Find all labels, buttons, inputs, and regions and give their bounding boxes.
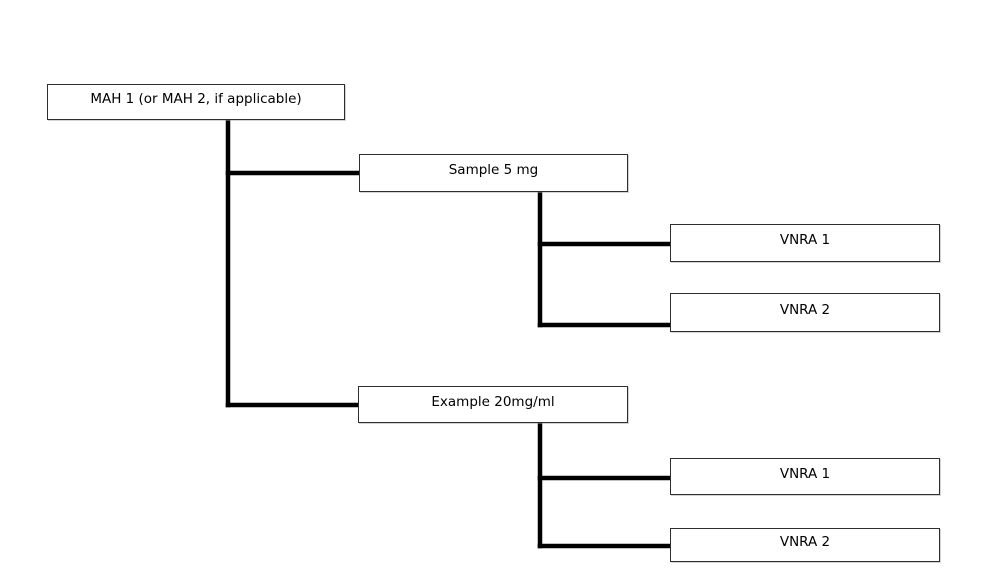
node-sample-5mg-label: Sample 5 mg xyxy=(448,162,539,179)
node-sample-vnra-2-label: VNRA 2 xyxy=(779,301,831,318)
node-sample-5mg: Sample 5 mg xyxy=(359,154,628,192)
node-example-vnra-1-label: VNRA 1 xyxy=(779,465,831,482)
node-example-vnra-2: VNRA 2 xyxy=(670,528,940,562)
node-example-vnra-1: VNRA 1 xyxy=(670,458,940,495)
node-example-20mgml-label: Example 20mg/ml xyxy=(431,393,555,410)
node-sample-vnra-2: VNRA 2 xyxy=(670,293,940,332)
node-mah-root-label: MAH 1 (or MAH 2, if applicable) xyxy=(90,91,302,108)
node-sample-vnra-1: VNRA 1 xyxy=(670,224,940,262)
node-mah-root: MAH 1 (or MAH 2, if applicable) xyxy=(47,84,345,120)
node-sample-vnra-1-label: VNRA 1 xyxy=(779,232,831,249)
node-example-vnra-2-label: VNRA 2 xyxy=(779,534,831,551)
node-example-20mgml: Example 20mg/ml xyxy=(358,386,628,423)
